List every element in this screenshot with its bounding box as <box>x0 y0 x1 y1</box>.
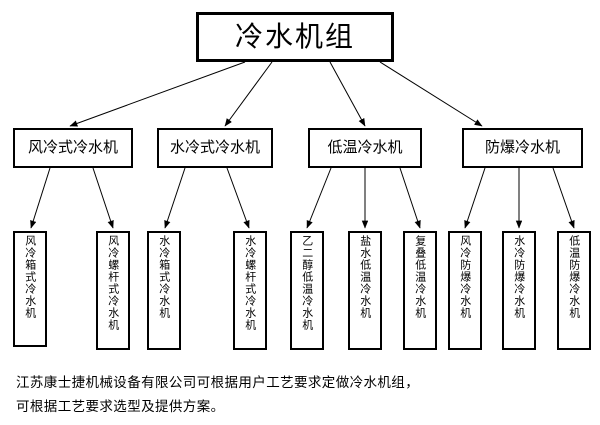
edges-root-to-categories <box>69 61 483 127</box>
node-model-4: 乙二醇低温冷水机 <box>290 231 324 350</box>
edge-category-to-model-6 <box>399 167 421 229</box>
node-model-1: 风冷螺杆式冷水机 <box>96 231 130 350</box>
caption-line-1: 江苏康士捷机械设备有限公司可根据用户工艺要求定做冷水机组， <box>16 375 420 391</box>
node-category-0: 风冷式冷水机 <box>13 128 133 168</box>
node-model-5: 盐水低温冷水机 <box>348 231 382 350</box>
node-model-0: 风冷箱式冷水机 <box>13 231 47 347</box>
edge-category-to-model-9 <box>552 167 575 229</box>
node-model-8: 水冷防爆冷水机 <box>502 231 536 350</box>
caption-line-2: 可根据工艺要求选型及提供方案。 <box>16 398 225 415</box>
node-model-2: 水冷箱式冷水机 <box>147 231 181 350</box>
edge-category-to-model-3 <box>226 167 250 229</box>
edges-categories-to-models <box>30 167 575 229</box>
node-model-3: 水冷螺杆式冷水机 <box>233 231 267 350</box>
node-category-2: 低温冷水机 <box>308 128 422 168</box>
node-model-9: 低温防爆冷水机 <box>557 231 591 350</box>
edge-root-to-category-1 <box>224 61 273 127</box>
edge-category-to-model-7 <box>464 167 486 229</box>
edge-root-to-category-0 <box>69 61 246 127</box>
edge-category-to-model-2 <box>164 167 186 229</box>
edge-root-to-category-2 <box>329 61 366 127</box>
company-caption: 江苏康士捷机械设备有限公司可根据用户工艺要求定做冷水机组， 可根据工艺要求选型及… <box>16 372 588 419</box>
edge-category-to-model-1 <box>92 167 114 229</box>
edge-category-to-model-0 <box>30 167 51 229</box>
edge-root-to-category-3 <box>379 61 483 127</box>
edge-category-to-model-4 <box>306 167 332 229</box>
node-category-1: 水冷式冷水机 <box>157 128 273 168</box>
node-model-6: 复叠低温冷水机 <box>403 231 437 350</box>
node-root-chiller-unit: 冷水机组 <box>196 12 394 62</box>
node-model-7: 风冷防爆冷水机 <box>448 231 482 350</box>
node-category-3: 防爆冷水机 <box>462 128 583 168</box>
